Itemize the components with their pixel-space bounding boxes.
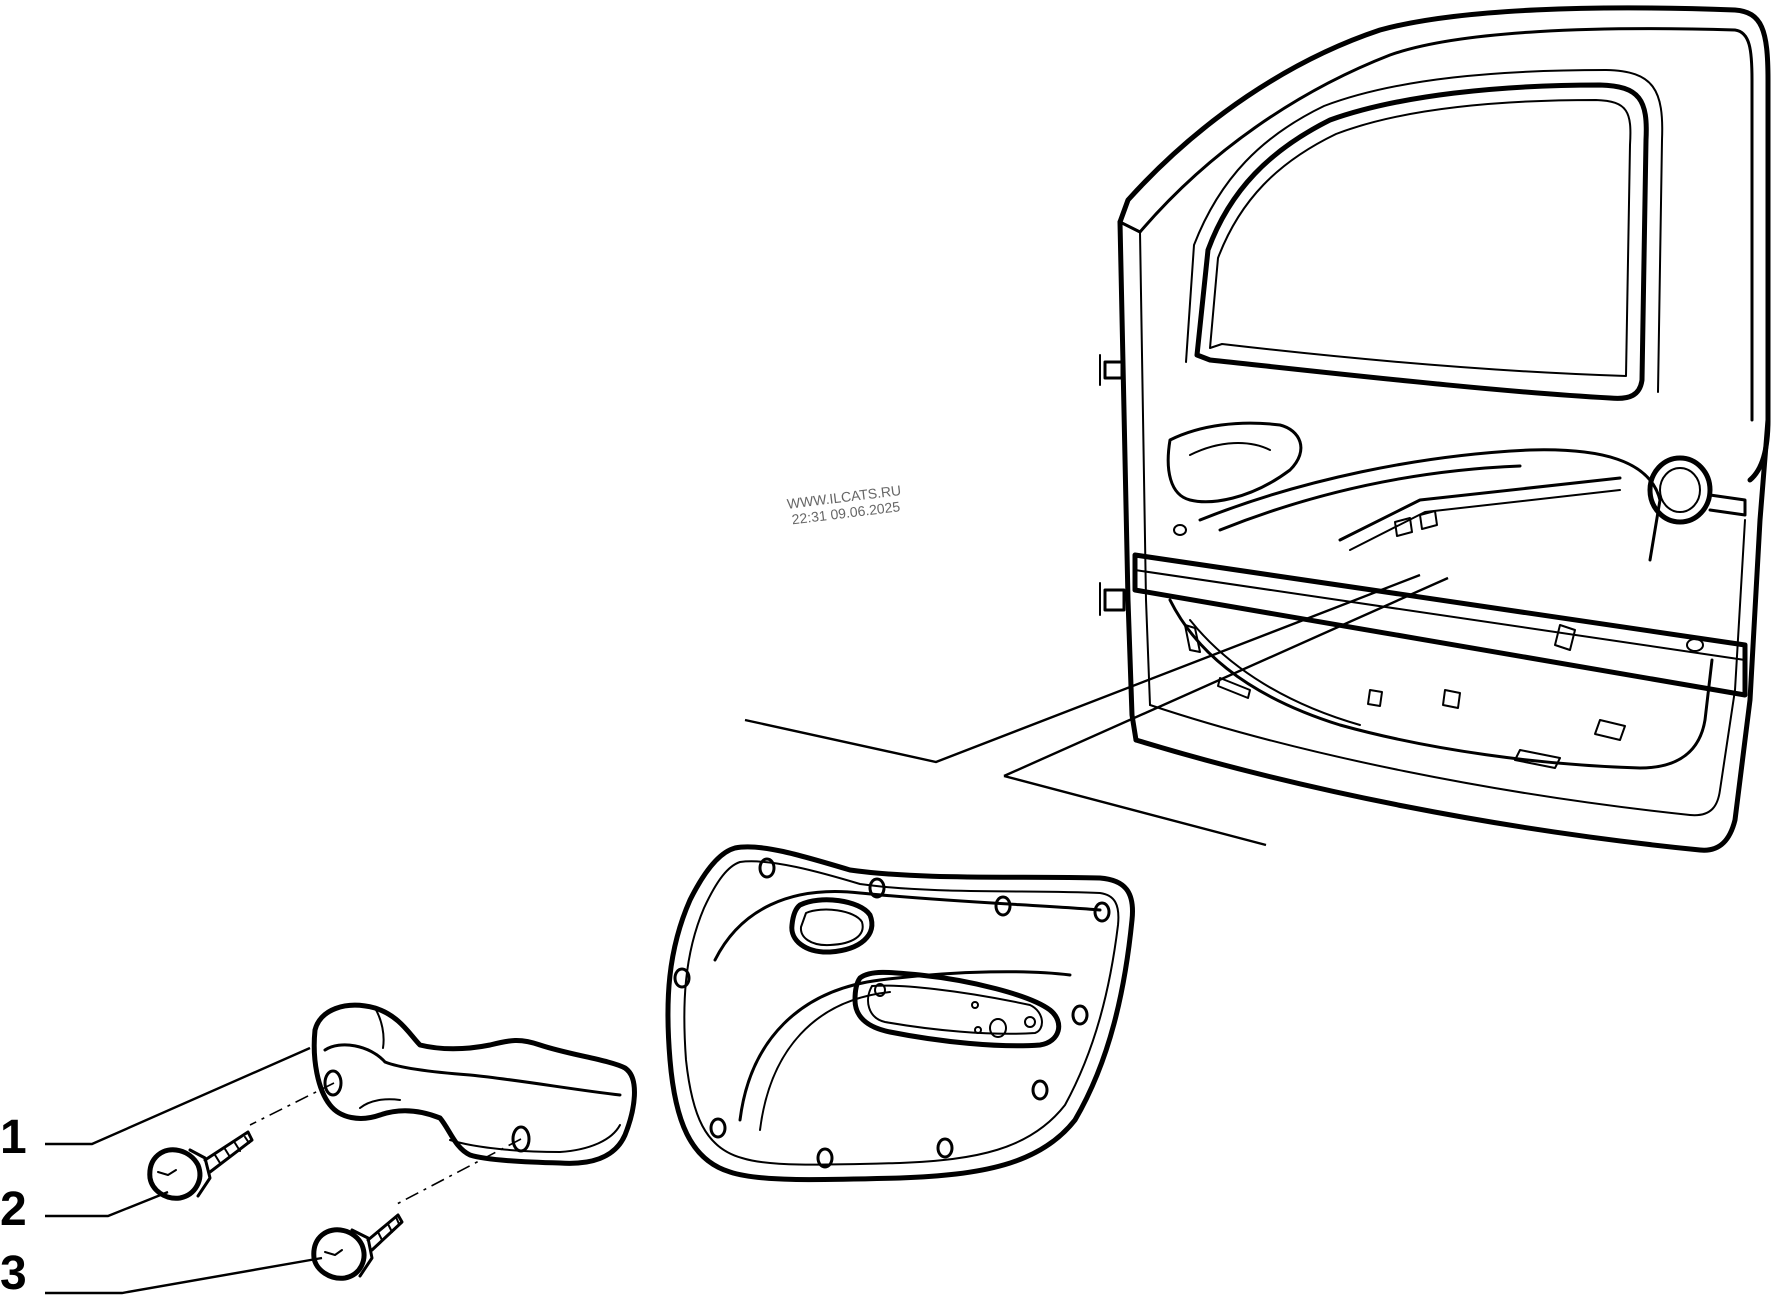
callout-3-label: 3 — [0, 1247, 27, 1300]
assembly-axis-lines — [249, 1082, 522, 1206]
screw-upper — [147, 1130, 254, 1201]
callout-1-leader — [45, 1046, 311, 1146]
callout-3-leader — [45, 1256, 323, 1295]
door-leader-lines — [744, 573, 1449, 847]
callout-1-label: 1 — [0, 1111, 27, 1164]
door-trim-panel — [665, 844, 1136, 1183]
callout-leaders — [45, 1046, 323, 1295]
callout-2-label: 2 — [0, 1183, 27, 1236]
screw-lower — [311, 1213, 404, 1281]
door-frame — [1099, 5, 1771, 853]
grab-handle — [311, 1002, 637, 1166]
callout-2-leader — [45, 1190, 169, 1218]
